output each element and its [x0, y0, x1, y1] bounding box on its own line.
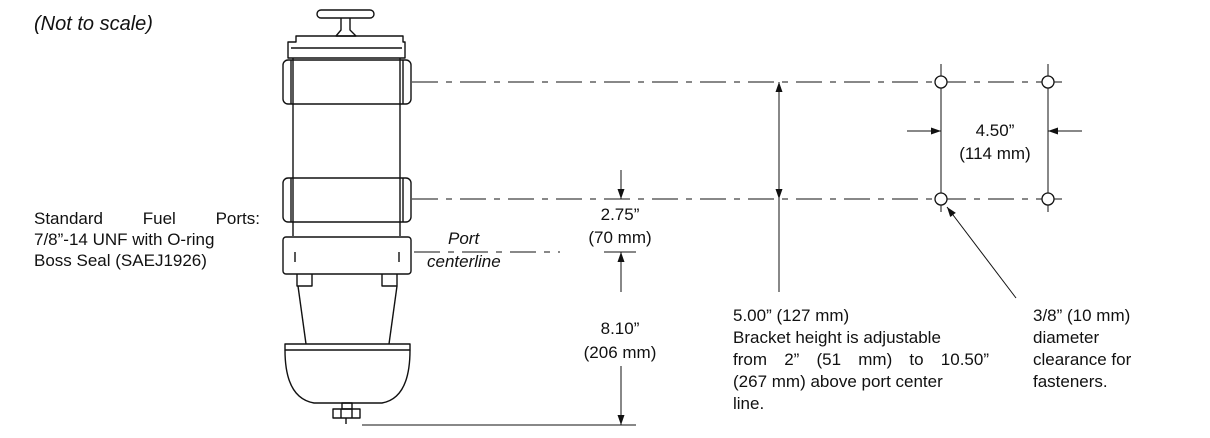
ports-label-line3: Boss Seal (SAEJ1926)	[34, 251, 207, 270]
mounting-hole	[1041, 75, 1055, 89]
fastener-note-line2: diameter	[1033, 328, 1100, 347]
mounting-hole	[934, 192, 948, 206]
mounting-hole	[1041, 192, 1055, 206]
drain-valve	[332, 402, 361, 424]
bracket-note-line3: from 2” (51 mm) to 10.50”	[733, 350, 989, 369]
mounting-hole	[934, 75, 948, 89]
fastener-note-line1: 3/8” (10 mm)	[1033, 306, 1131, 325]
t-handle	[316, 9, 375, 37]
fastener-leader	[946, 206, 1017, 299]
bracket-note-line2: Bracket height is adjustable	[733, 328, 941, 347]
ports-label-line1: Standard Fuel Ports:	[34, 209, 260, 228]
dim-810-metric: (206 mm)	[583, 343, 657, 362]
bracket-note-line5: line.	[733, 394, 765, 413]
upper-bracket-band	[282, 59, 412, 105]
bracket-note-line4: (267 mm) above port center	[733, 372, 943, 391]
fastener-note-line4: fasteners.	[1033, 372, 1108, 391]
filter-canister	[292, 58, 401, 236]
filter-lid	[287, 35, 406, 59]
dim-450-value: 4.50”	[975, 121, 1015, 140]
ports-label-line2: 7/8”-14 UNF with O-ring	[34, 230, 215, 249]
filter-bowl	[284, 285, 411, 404]
dim-450-metric: (114 mm)	[959, 144, 1031, 163]
dim-810-value: 8.10”	[600, 319, 640, 338]
lower-bracket-band	[282, 177, 412, 223]
dim-275-metric: (70 mm)	[588, 228, 652, 247]
port-centerline-label-2: centerline	[427, 252, 501, 271]
dim-275-value: 2.75”	[600, 205, 640, 224]
not-to-scale-note: (Not to scale)	[34, 13, 153, 35]
port-centerline-label-1: Port	[448, 229, 480, 248]
port-head	[282, 236, 412, 287]
bracket-note-line1: 5.00” (127 mm)	[733, 306, 850, 325]
fastener-note-line3: clearance for	[1033, 350, 1132, 369]
